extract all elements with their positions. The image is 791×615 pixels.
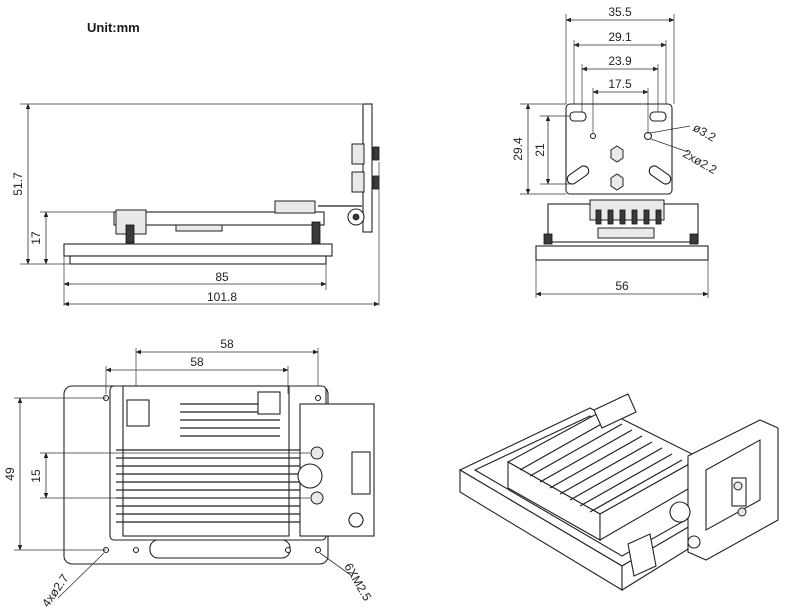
dim-front-w2: 29.1 bbox=[608, 30, 632, 44]
dim-front-h2: 21 bbox=[533, 143, 547, 157]
dim-side-base-length: 85 bbox=[215, 270, 229, 284]
dim-side-height: 51.7 bbox=[11, 172, 25, 196]
isometric-view bbox=[458, 393, 779, 591]
dim-top-holes2: 6XM2.5 bbox=[341, 561, 374, 604]
top-view: 58 58 49 15 4xø2.7 6XM2.5 bbox=[3, 337, 375, 610]
front-port bbox=[597, 227, 655, 239]
top-screw-1 bbox=[310, 446, 324, 460]
top-port-right bbox=[257, 391, 281, 415]
top-bracket-clip bbox=[351, 451, 371, 495]
dim-front-base-width: 56 bbox=[615, 279, 629, 293]
side-vertical-bracket bbox=[362, 103, 373, 233]
front-foot-right bbox=[689, 233, 699, 245]
side-base-plate bbox=[63, 243, 333, 257]
side-base-foot bbox=[69, 255, 327, 265]
front-slot-left-top bbox=[569, 111, 587, 122]
iso-screw-2 bbox=[737, 507, 747, 517]
front-foot-left bbox=[543, 233, 553, 245]
dim-front-h1: 29.4 bbox=[511, 137, 525, 161]
front-slot-left-bottom bbox=[566, 165, 590, 185]
side-standoff-1 bbox=[125, 224, 135, 244]
dim-side-mount-height: 17 bbox=[29, 231, 43, 245]
front-hole-small bbox=[589, 132, 597, 140]
front-slot-right-top bbox=[649, 111, 667, 122]
side-bracket-foot bbox=[274, 200, 316, 214]
dim-front-hole1: ø3.2 bbox=[691, 120, 719, 144]
dim-side-overall-length: 101.8 bbox=[207, 290, 237, 304]
unit-label: Unit:mm bbox=[87, 20, 140, 35]
top-screw-2 bbox=[310, 491, 324, 505]
side-screw-2 bbox=[351, 171, 365, 193]
iso-heatsink-fins bbox=[519, 417, 683, 513]
dim-top-w2: 58 bbox=[190, 355, 204, 369]
side-pivot-center bbox=[352, 213, 360, 221]
top-mount-holes bbox=[102, 394, 322, 554]
front-slot-right-bottom bbox=[648, 165, 672, 185]
side-screw-1 bbox=[351, 143, 365, 165]
front-hex-nut-bottom bbox=[610, 173, 624, 191]
dim-top-h2: 15 bbox=[29, 469, 43, 483]
top-slot bbox=[149, 539, 291, 559]
top-fan-center bbox=[297, 463, 323, 489]
front-view: 35.5 29.1 23.9 17.5 29.4 21 ø3.2 2xø2.2 … bbox=[511, 5, 720, 298]
dim-front-w4: 17.5 bbox=[608, 77, 632, 91]
side-nut-2 bbox=[372, 175, 380, 190]
side-nut-1 bbox=[372, 146, 380, 161]
front-base-plate bbox=[535, 245, 709, 261]
dim-front-w3: 23.9 bbox=[608, 54, 632, 68]
iso-pivot bbox=[687, 535, 701, 549]
iso-screw-1 bbox=[733, 481, 743, 491]
front-hex-nut-top bbox=[610, 145, 624, 163]
side-view: 51.7 17 85 101.8 bbox=[11, 103, 380, 307]
side-connector bbox=[175, 224, 223, 232]
dim-top-holes1: 4xø2.7 bbox=[39, 571, 72, 609]
iso-fan bbox=[669, 501, 691, 523]
dim-top-w1: 58 bbox=[220, 337, 234, 351]
side-standoff-2 bbox=[311, 221, 321, 244]
iso-standoff-front bbox=[627, 533, 657, 577]
iso-port-block bbox=[593, 393, 637, 429]
top-port-left bbox=[126, 399, 150, 427]
dim-front-w1: 35.5 bbox=[608, 5, 632, 19]
dim-top-h1: 49 bbox=[3, 467, 17, 481]
front-heatsink-fins bbox=[595, 209, 662, 225]
top-bracket-nut bbox=[348, 512, 364, 528]
dim-front-hole2: 2xø2.2 bbox=[681, 146, 720, 177]
